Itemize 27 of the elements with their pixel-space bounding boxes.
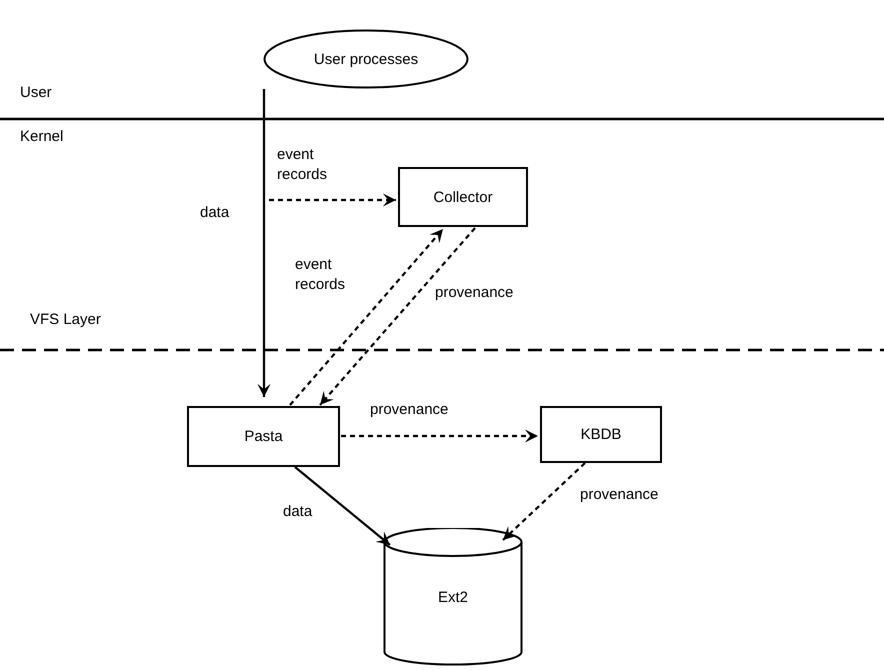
edge-label: event records [277,145,328,185]
arrow [502,462,586,541]
layer-label: User [20,83,52,103]
arrow [319,227,476,406]
edge-label: provenance [580,485,658,505]
edge-label: event records [295,255,346,295]
arrow [289,228,444,406]
node-label: KBDB [580,426,622,443]
node-label: Pasta [244,428,283,445]
arrow [269,193,396,207]
layer-label: Kernel [20,127,64,147]
arrow [294,466,391,546]
node-label: User processes [314,50,418,68]
layer-label: VFS Layer [30,310,101,330]
edge-label: data [283,502,312,522]
edge-label: provenance [370,400,448,420]
node-label: Collector [433,188,493,206]
node-label: Ext2 [438,588,468,606]
process-ellipse [263,29,469,89]
process-box [187,406,340,467]
edge-label: provenance [435,283,514,303]
edge-label: data [200,203,230,223]
process-box [398,167,528,227]
arrow [257,89,271,397]
arrow [341,429,538,443]
process-box [540,406,662,463]
database-cylinder [383,528,523,666]
